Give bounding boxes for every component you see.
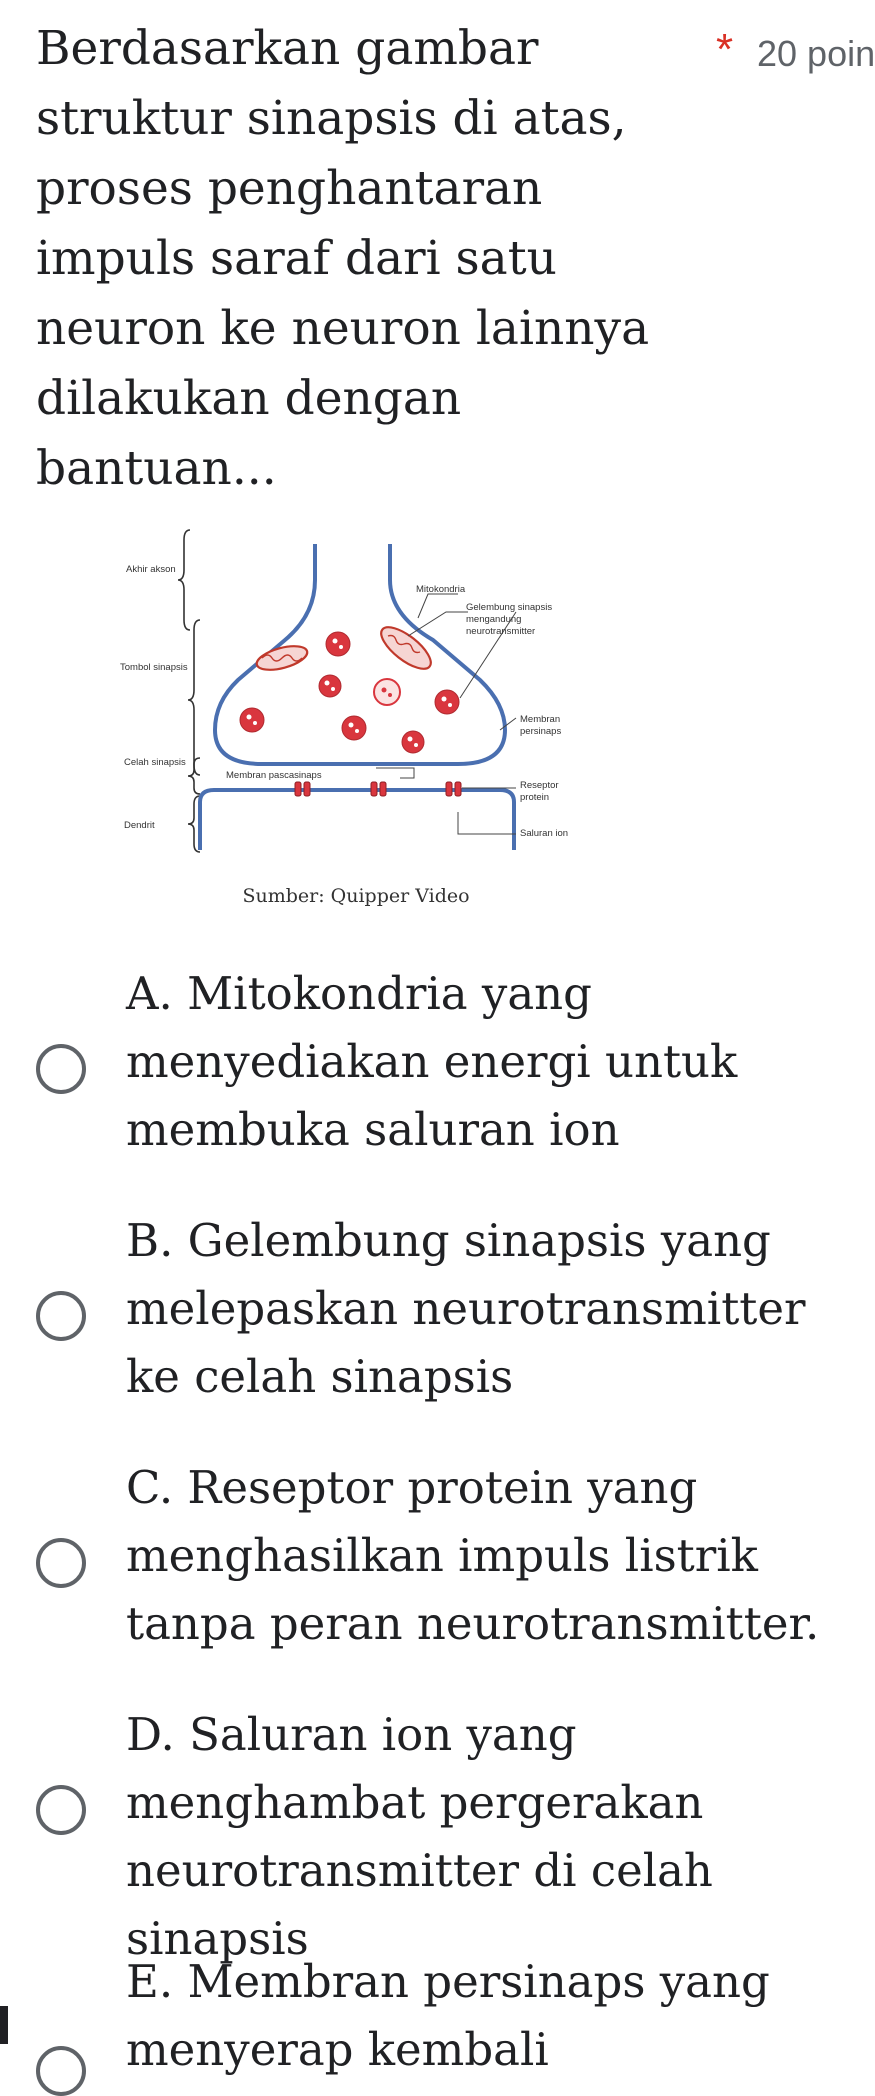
question-text: Berdasarkan gambar struktur sinapsis di … bbox=[36, 21, 650, 496]
radio-option-e[interactable] bbox=[36, 2046, 86, 2096]
synapse-diagram: Akhir akson Tombol sinapsis Celah sinaps… bbox=[0, 520, 861, 920]
required-asterisk: * bbox=[716, 25, 734, 74]
label-gelembung-sinapsis: Gelembung sinapsis mengandung neurotrans… bbox=[466, 602, 555, 637]
figure-caption: Sumber: Quipper Video bbox=[242, 885, 469, 907]
label-saluran-ion: Saluran ion bbox=[520, 828, 568, 839]
option-a-label: A. Mitokondria yang menyediakan energi u… bbox=[126, 967, 738, 1156]
option-b-label: B. Gelembung sinapsis yang melepaskan ne… bbox=[126, 1214, 806, 1403]
label-dendrit: Dendrit bbox=[124, 820, 155, 831]
label-mitokondria: Mitokondria bbox=[416, 584, 466, 595]
postsynaptic-membrane bbox=[198, 788, 516, 850]
synaptic-vesicles bbox=[239, 631, 460, 754]
radio-option-b[interactable] bbox=[36, 1291, 86, 1341]
radio-option-a[interactable] bbox=[36, 1044, 86, 1094]
option-c-label: C. Reseptor protein yang menghasilkan im… bbox=[126, 1461, 820, 1650]
radio-option-c[interactable] bbox=[36, 1538, 86, 1588]
option-d-label: D. Saluran ion yang menghambat pergeraka… bbox=[126, 1708, 713, 1965]
points-label: 20 poin bbox=[757, 33, 875, 74]
option-e-label: E. Membran persinaps yang menyerap kemba… bbox=[126, 1955, 770, 2076]
label-tombol-sinapsis: Tombol sinapsis bbox=[120, 662, 188, 673]
radio-option-d[interactable] bbox=[36, 1785, 86, 1835]
label-celah-sinapsis: Celah sinapsis bbox=[124, 757, 186, 768]
label-akhir-akson: Akhir akson bbox=[126, 564, 176, 575]
label-reseptor-protein: Reseptor protein bbox=[520, 780, 561, 803]
mitochondria bbox=[255, 626, 432, 671]
receptor-proteins bbox=[294, 781, 462, 797]
label-membran-pascasinaps: Membran pascasinaps bbox=[226, 770, 322, 781]
label-membran-persinaps: Membran persinaps bbox=[520, 714, 563, 737]
scroll-indicator bbox=[0, 2006, 8, 2044]
